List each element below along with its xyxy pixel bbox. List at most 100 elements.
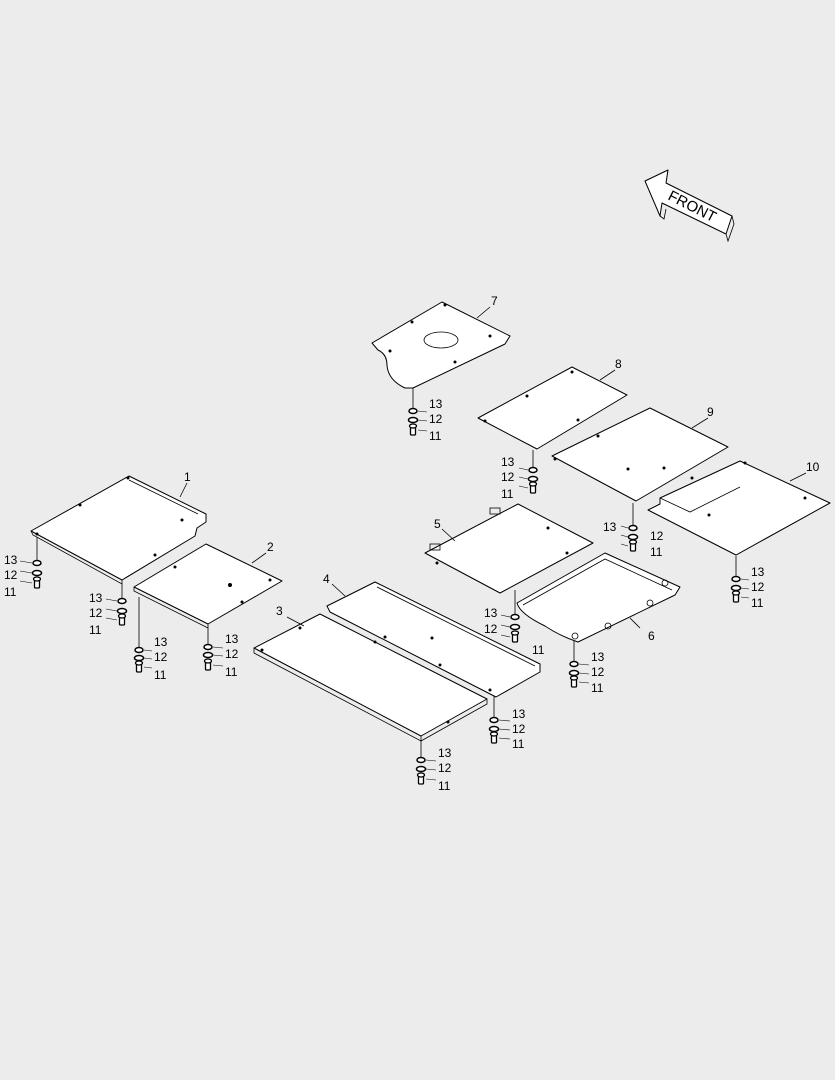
part-label-10: 10	[806, 460, 820, 474]
nut-13	[628, 524, 638, 532]
hw-label-12: 12	[512, 722, 526, 736]
hw-label-12: 12	[591, 665, 605, 679]
callout-leader	[19, 580, 33, 584]
callout-leader	[500, 634, 511, 638]
washer-12	[133, 654, 145, 662]
plate-6	[516, 552, 681, 643]
callout-leader	[417, 419, 428, 422]
nut-13	[731, 575, 741, 583]
bolt-head	[203, 658, 213, 664]
callout-leader	[212, 654, 224, 657]
nut-13	[416, 756, 426, 764]
nut-13	[203, 643, 213, 651]
hw-label-13: 13	[4, 553, 18, 567]
callout-leader	[518, 467, 529, 471]
plate-3	[253, 613, 488, 742]
callout-leader	[500, 614, 511, 618]
callout-leader	[143, 649, 153, 652]
hw-label-13: 13	[591, 650, 605, 664]
callout-leader	[498, 719, 511, 722]
plate-4	[326, 581, 541, 698]
washer-12	[415, 765, 427, 773]
callout-leader	[498, 737, 511, 740]
bolt-head	[628, 539, 638, 545]
washer-12	[31, 569, 43, 577]
bolt-head	[569, 675, 579, 681]
part-label-9: 9	[707, 405, 714, 419]
hw-label-11: 11	[429, 429, 442, 443]
fastener-leaders	[19, 410, 750, 781]
plate-5	[424, 503, 594, 594]
plate-8	[477, 366, 628, 450]
callout-leader	[212, 664, 224, 667]
bolt-head	[528, 481, 538, 487]
washer-12	[202, 651, 214, 659]
callout-leader	[417, 410, 428, 413]
nut-13	[117, 597, 127, 605]
hw-label-13: 13	[429, 397, 443, 411]
callout-leader	[105, 608, 118, 612]
callout-leader	[620, 543, 629, 547]
hw-label-12: 12	[501, 470, 515, 484]
callout-leader	[500, 624, 511, 628]
nut-13	[489, 716, 499, 724]
hw-label-13: 13	[89, 591, 103, 605]
callout-leader	[212, 646, 224, 649]
plate-leaders	[179, 306, 807, 629]
part-label-8: 8	[615, 357, 622, 371]
part-label-2: 2	[267, 540, 274, 554]
callout-leader	[578, 672, 590, 675]
hw-label-13: 13	[501, 455, 515, 469]
callout-leader	[498, 728, 511, 731]
hw-label-11: 11	[532, 643, 545, 657]
hw-label-12: 12	[4, 568, 18, 582]
part-label-7: 7	[491, 294, 498, 308]
nut-13	[569, 660, 579, 668]
callout-leader	[425, 768, 437, 771]
part-label-6: 6	[648, 629, 655, 643]
washer-12	[730, 584, 742, 592]
hw-label-11: 11	[650, 545, 663, 559]
callout-leader	[578, 663, 590, 666]
hw-label-11: 11	[751, 596, 764, 610]
hw-label-11: 11	[154, 668, 167, 682]
nut-13	[510, 613, 520, 621]
hw-label-12: 12	[429, 412, 443, 426]
callout-leader	[19, 560, 33, 564]
callout-leader	[518, 476, 529, 480]
hw-label-12: 12	[225, 647, 239, 661]
front-arrow: FRONT	[644, 169, 735, 243]
callout-leader	[518, 485, 529, 489]
hw-label-13: 13	[154, 635, 168, 649]
bolt-head	[408, 423, 418, 429]
part-label-1: 1	[184, 470, 191, 484]
hw-label-11: 11	[4, 585, 17, 599]
callout-leader	[19, 570, 33, 574]
callout-leader	[740, 587, 750, 590]
hw-label-12: 12	[89, 606, 103, 620]
hw-label-12: 12	[751, 580, 765, 594]
bolt-head	[510, 630, 520, 636]
bolt-head	[32, 576, 42, 582]
washer-12	[407, 416, 419, 424]
callout-leader	[105, 598, 118, 602]
fastener-stacks	[31, 388, 742, 785]
plate-2	[133, 543, 283, 629]
hw-label-12: 12	[154, 650, 168, 664]
hw-label-13: 13	[512, 707, 526, 721]
part-label-3: 3	[276, 604, 283, 618]
washer-12	[527, 475, 539, 483]
hardware-labels: 13 12 11 13 12 11 13 12 11 13 12 11 13 1…	[4, 397, 765, 793]
callout-leader	[620, 534, 629, 538]
callout-leader	[143, 657, 153, 660]
callout-leader	[620, 525, 629, 529]
washer-12	[488, 725, 500, 733]
hw-label-13: 13	[484, 606, 498, 620]
bolt-head	[134, 660, 144, 666]
washer-12	[568, 669, 580, 677]
washer-12	[509, 623, 521, 631]
callout-leader	[105, 617, 118, 621]
bolt-head	[731, 590, 741, 596]
hw-label-13: 13	[603, 520, 617, 534]
